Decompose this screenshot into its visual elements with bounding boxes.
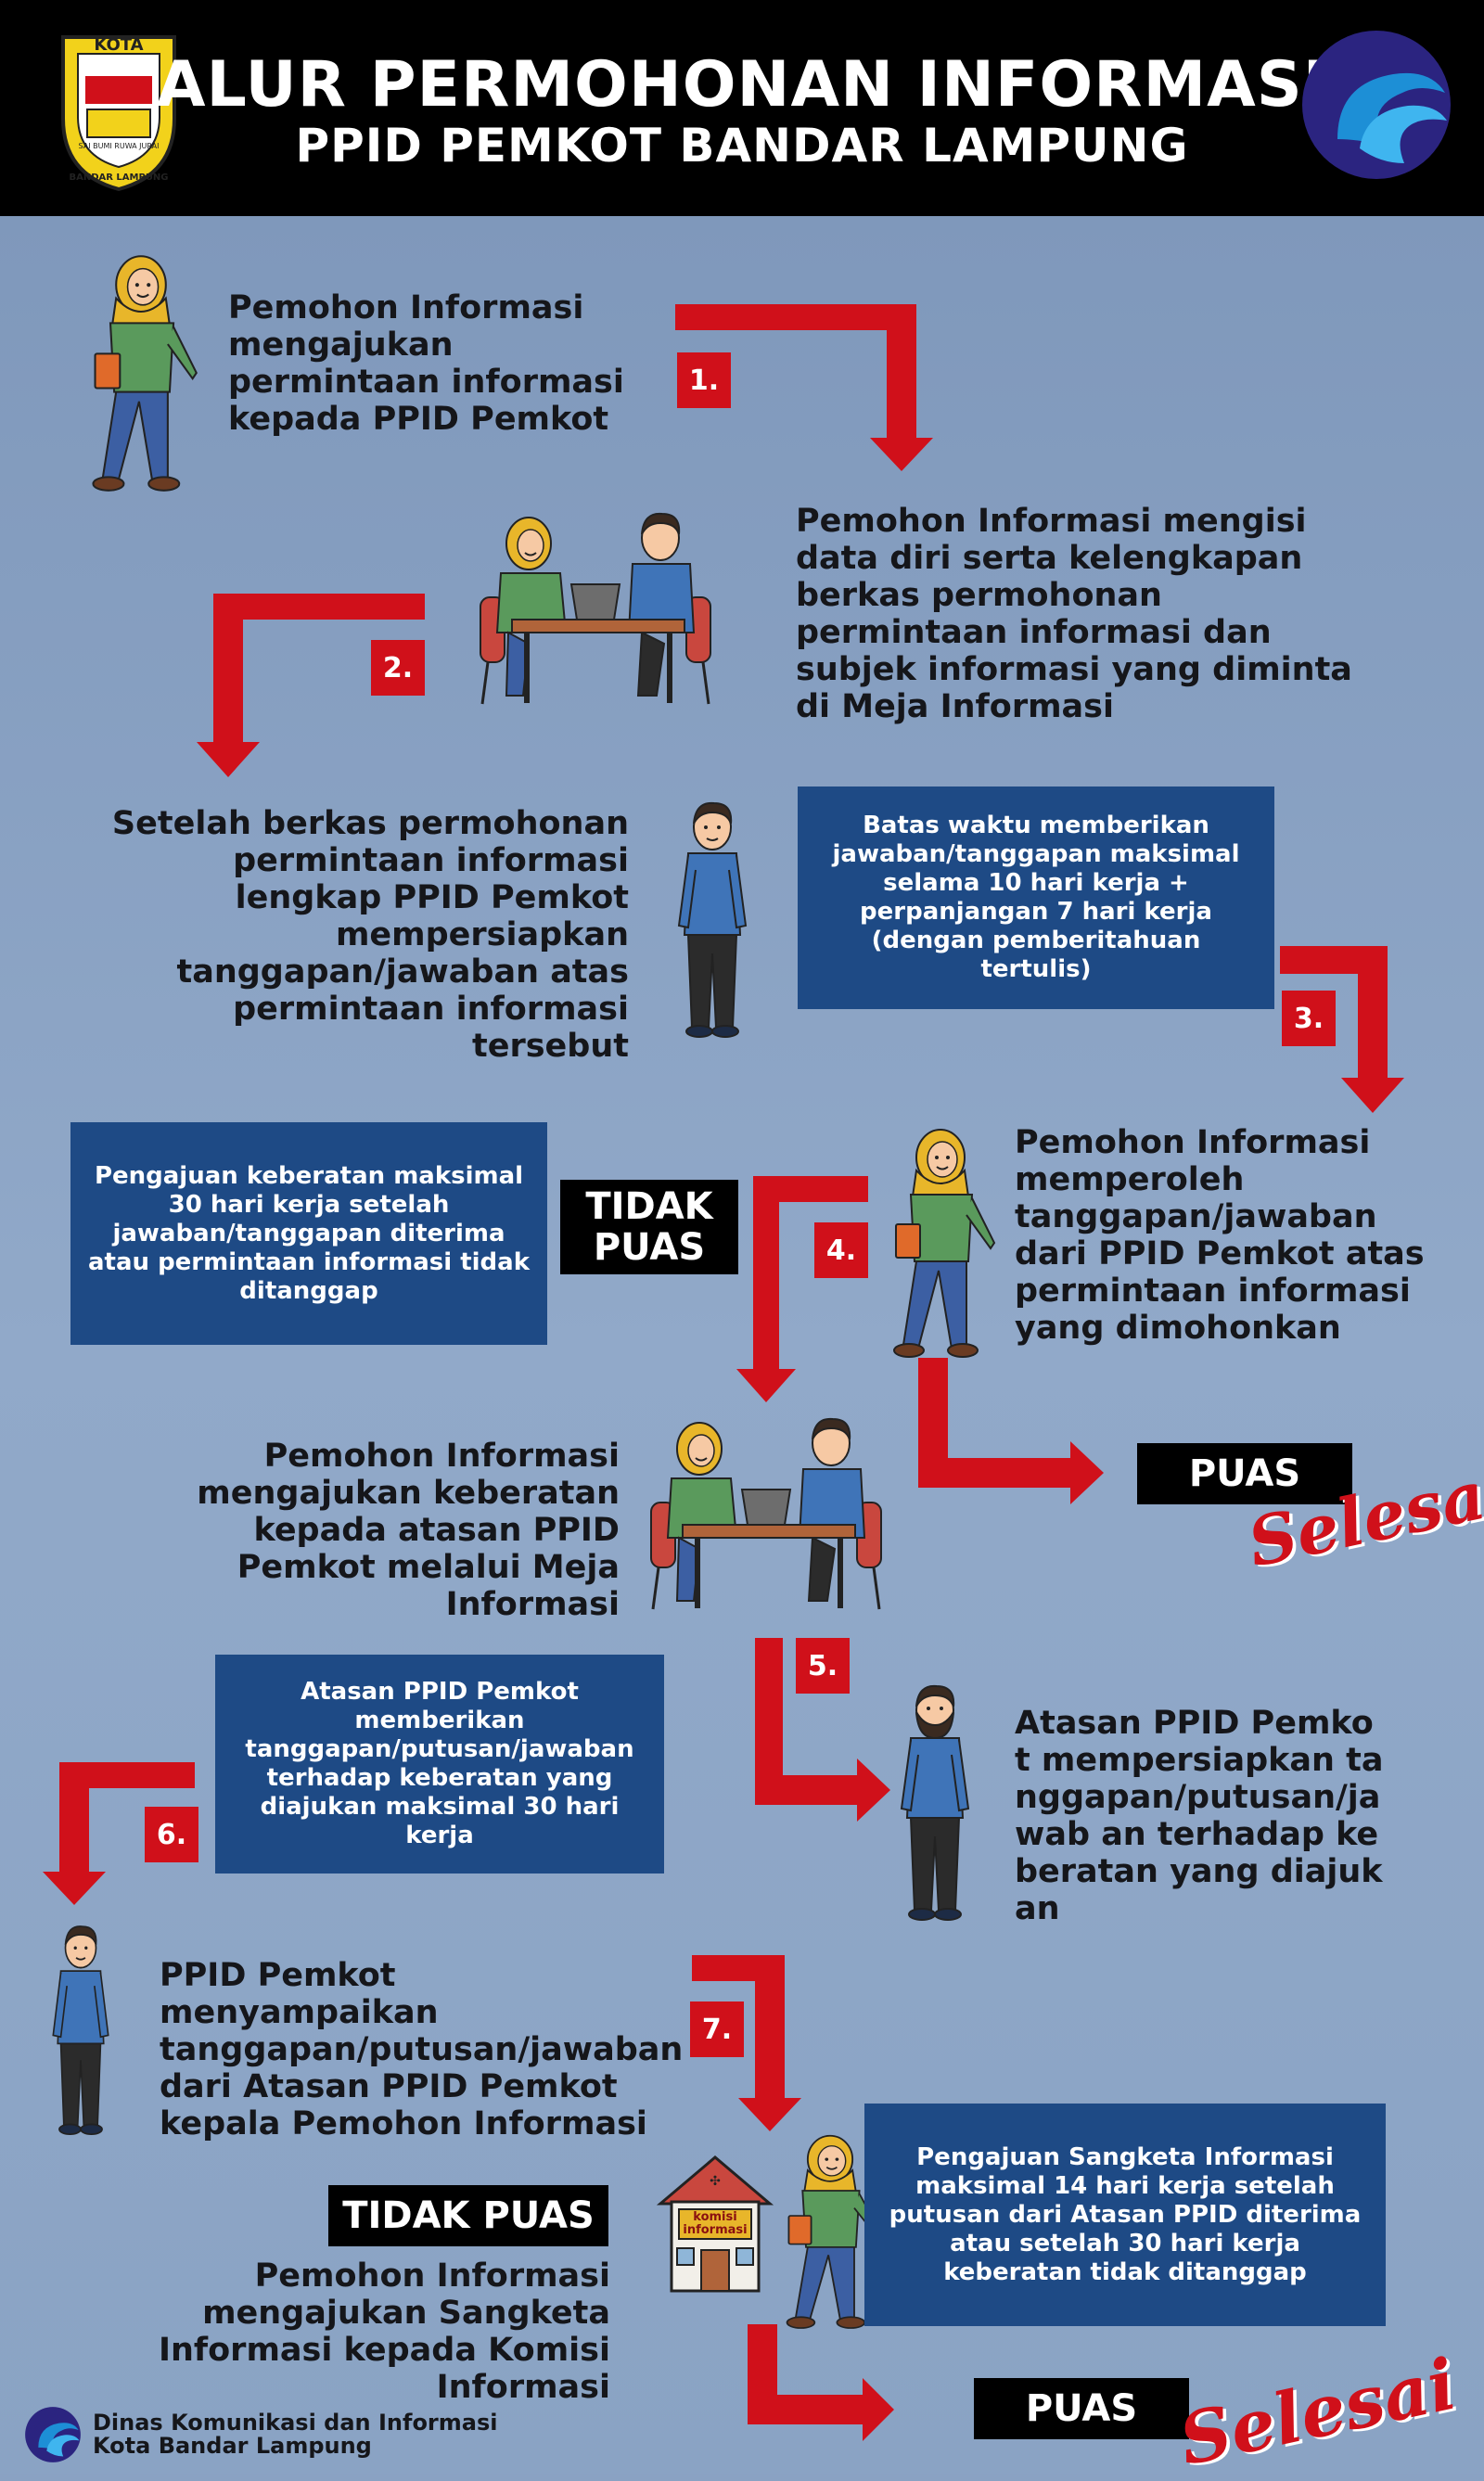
step-6-text: Atasan PPID Pemkot mempersiapkan tanggap… bbox=[1015, 1705, 1384, 1927]
bearded-man-icon bbox=[898, 1679, 972, 1929]
woman-walking-icon bbox=[876, 1122, 1005, 1363]
note-superior-response: Atasan PPID Pemkot memberikan tanggapan/… bbox=[215, 1655, 664, 1874]
step-4-text: Pemohon Informasi memperoleh tanggapan/j… bbox=[1015, 1124, 1425, 1347]
final-step-text: Pemohon Informasi mengajukan Sangketa In… bbox=[158, 2257, 610, 2406]
note-dispute-limit: Pengajuan Sangketa Informasi maksimal 14… bbox=[864, 2104, 1386, 2326]
step-1-text: Pemohon Informasi mengajukan permintaan … bbox=[228, 289, 624, 438]
svg-text:SAI BUMI RUWA JURAI: SAI BUMI RUWA JURAI bbox=[79, 142, 160, 150]
header-bar: KOTA SAI BUMI RUWA JURAI BANDAR LAMPUNG … bbox=[0, 0, 1484, 216]
svg-text:BANDAR LAMPUNG: BANDAR LAMPUNG bbox=[69, 173, 168, 183]
footer-line-2: Kota Bandar Lampung bbox=[93, 2433, 372, 2459]
tidak-puas-label-1: TIDAK PUAS bbox=[560, 1180, 738, 1274]
step-3-text: Setelah berkas permohonan permintaan inf… bbox=[111, 805, 629, 1065]
svg-text:KOTA: KOTA bbox=[94, 35, 143, 55]
note-deadline-answer: Batas waktu memberikan jawaban/tanggapan… bbox=[798, 787, 1274, 1009]
man-standing-icon bbox=[675, 796, 749, 1046]
footer-line-1: Dinas Komunikasi dan Informasi bbox=[93, 2410, 498, 2436]
page-title: ALUR PERMOHONAN INFORMASI bbox=[156, 48, 1328, 121]
tidak-puas-line2: PUAS bbox=[593, 1226, 706, 1269]
man-standing-icon bbox=[50, 1920, 111, 2142]
step-number-2: 2. bbox=[371, 640, 425, 696]
komisi-informasi-building-icon: komisi informasi bbox=[655, 2148, 775, 2296]
meeting-desk-icon bbox=[475, 505, 716, 709]
content-background bbox=[0, 216, 1484, 2474]
kominfo-logo-icon bbox=[1300, 28, 1452, 182]
step-number-5: 5. bbox=[796, 1638, 850, 1694]
step-number-6: 6. bbox=[145, 1807, 198, 1862]
step-number-7: 7. bbox=[690, 2001, 744, 2057]
meeting-desk-icon bbox=[646, 1410, 887, 1614]
puas-label-1: PUAS bbox=[1137, 1443, 1352, 1504]
tidak-puas-line1: TIDAK bbox=[585, 1185, 713, 1228]
step-number-4: 4. bbox=[814, 1222, 868, 1278]
tidak-puas-label-2: TIDAK PUAS bbox=[328, 2185, 608, 2246]
page-subtitle: PPID PEMKOT BANDAR LAMPUNG bbox=[295, 119, 1189, 173]
city-emblem-icon: KOTA SAI BUMI RUWA JURAI BANDAR LAMPUNG bbox=[54, 26, 184, 193]
puas-label-2: PUAS bbox=[974, 2378, 1189, 2439]
woman-walking-icon bbox=[72, 249, 210, 497]
note-objection-limit: Pengajuan keberatan maksimal 30 hari ker… bbox=[70, 1122, 547, 1345]
step-2-text: Pemohon Informasi mengisi data diri sert… bbox=[796, 503, 1352, 725]
footer-text: Dinas Komunikasi dan Informasi Kota Band… bbox=[93, 2411, 497, 2458]
kominfo-footer-logo-icon bbox=[24, 2406, 82, 2463]
step-5-text: Pemohon Informasi mengajukan keberatan k… bbox=[197, 1438, 620, 1623]
step-7-text: PPID Pemkot menyampaikan tanggapan/putus… bbox=[160, 1957, 684, 2142]
komisi-sign: komisi informasi bbox=[683, 2210, 748, 2237]
step-number-1: 1. bbox=[677, 352, 731, 408]
step-number-3: 3. bbox=[1282, 991, 1336, 1046]
